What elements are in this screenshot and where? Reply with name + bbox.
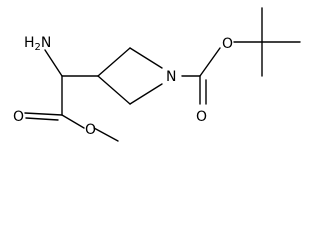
ester-carbonyl-o-label: O — [13, 109, 24, 125]
bond-boc-c-ether-o — [199, 47, 221, 77]
bond-ester-c-ether-o — [61, 114, 85, 129]
bond-ring-c4-n — [129, 83, 163, 105]
boc-ether-o-label: O — [222, 36, 233, 52]
amine-h-label: H — [24, 35, 35, 51]
boc-carbonyl-o-label: O — [196, 109, 207, 125]
ring-n-label: N — [166, 69, 176, 85]
chemical-structure: H2N O O N O O — [13, 7, 301, 142]
amine-n-label: N — [41, 35, 51, 51]
bond-ring-c3-c2-top — [97, 47, 131, 77]
amine-subscript-label: 2 — [35, 42, 41, 53]
bond-cha-nh2 — [44, 49, 63, 77]
bond-ring-c3-c4-bottom — [97, 75, 131, 105]
bond-ester-c-carbonyl-o-a — [24, 112, 63, 116]
amine-label: H2N — [24, 35, 51, 53]
bond-ring-c2-n — [129, 47, 163, 69]
bond-ether-o-methyl — [93, 127, 119, 142]
ester-ether-o-label: O — [85, 122, 96, 138]
bond-ester-c-carbonyl-o-b — [25, 117, 59, 121]
